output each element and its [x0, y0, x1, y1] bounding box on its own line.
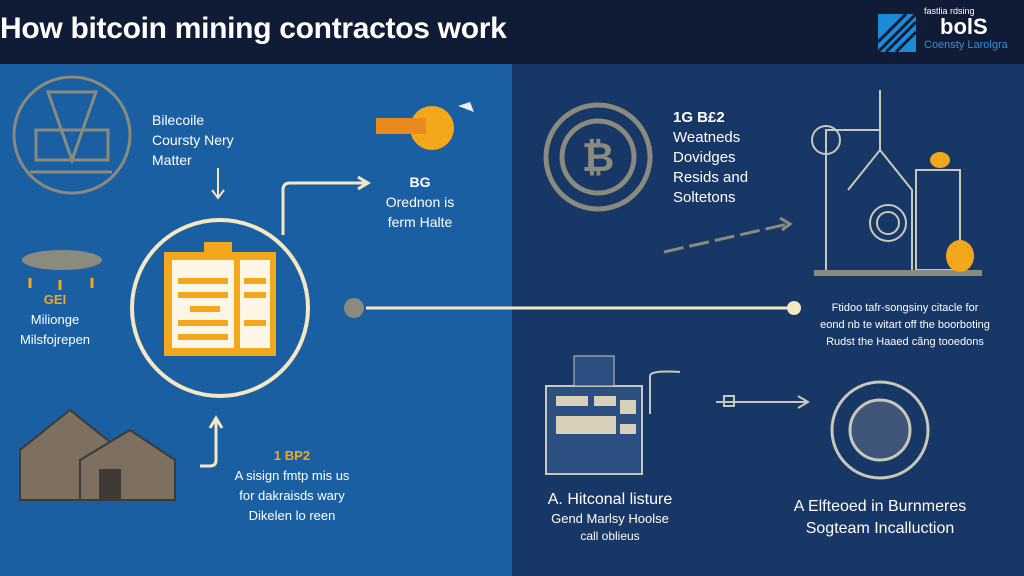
church-building-icon [811, 90, 982, 276]
logo-top-text: fastlia rdsing [924, 6, 975, 16]
bitcoin-symbol-icon: ₿ [582, 136, 615, 180]
mascot-icon [930, 152, 974, 272]
right-arrow [716, 395, 810, 409]
contract-document-icon [164, 242, 276, 356]
down-arrow-icon [211, 168, 225, 200]
bitcoin-node-icon [344, 298, 364, 318]
factory-circle-icon [12, 75, 132, 195]
mining-disk-icon [22, 250, 102, 290]
bitcoin-coin-icon [376, 102, 474, 150]
timeline-end-dot [787, 301, 801, 315]
page-title: How bitcoin mining contractos work [0, 12, 507, 45]
mining-machine-icon [545, 355, 681, 475]
bitcoin-large-icon [543, 102, 653, 212]
gear-circle-icon [830, 380, 930, 480]
header: How bitcoin mining contractos work fastl… [0, 0, 1024, 64]
connector-arrow [281, 175, 371, 235]
logo-subtitle: Coensty Larolgra [924, 39, 1008, 51]
logo-mark-icon [876, 12, 918, 54]
dashed-arrow [663, 216, 793, 254]
return-arrow [200, 415, 224, 468]
right-panel [512, 64, 1024, 576]
logo-wordmark: bolS [940, 14, 988, 39]
logo: fastlia rdsing bolS Coensty Larolgra [876, 6, 1024, 58]
house-icon [19, 408, 176, 501]
